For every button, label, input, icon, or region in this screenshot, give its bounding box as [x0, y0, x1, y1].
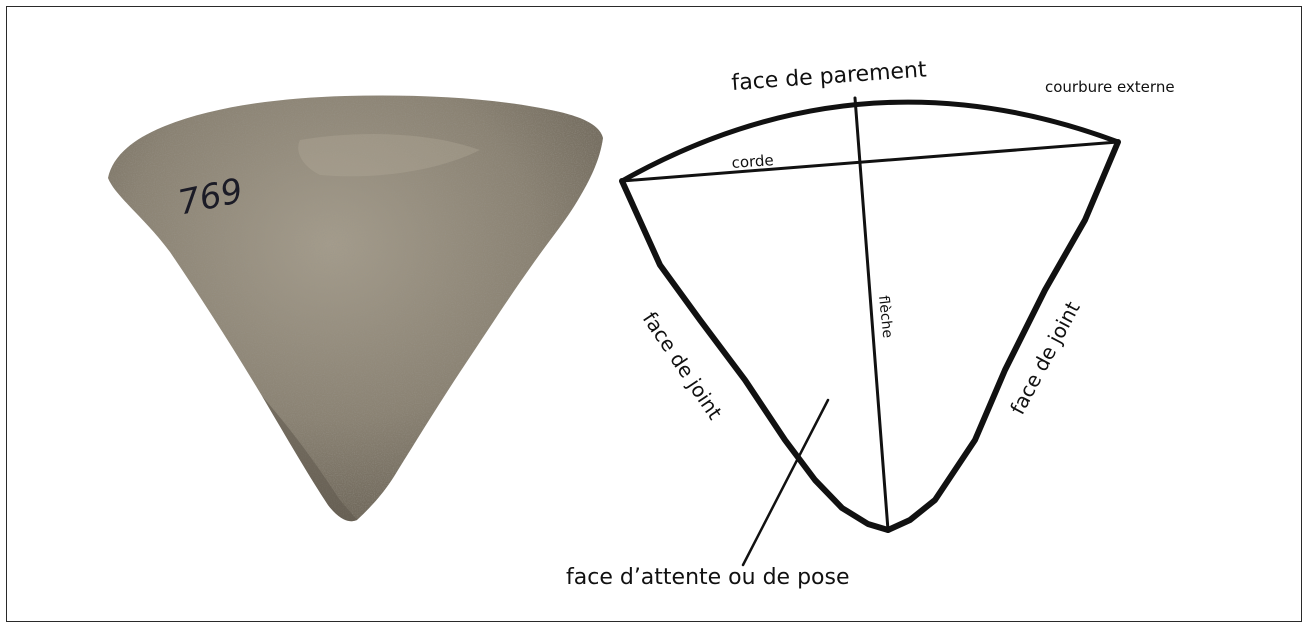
- label-corde: corde: [731, 151, 774, 172]
- label-courbure-externe: courbure externe: [1045, 78, 1175, 96]
- stone-photo: 769: [108, 96, 603, 522]
- diagram-labels: face de parement courbure externe corde …: [566, 57, 1175, 590]
- face-de-joint-right-edge: [888, 142, 1118, 530]
- corde-line: [622, 142, 1118, 181]
- label-face-d-attente: face d’attente ou de pose: [566, 565, 850, 590]
- label-face-de-parement: face de parement: [731, 57, 928, 96]
- label-fleche: flèche: [875, 295, 895, 339]
- label-face-de-joint-right: face de joint: [1005, 297, 1085, 418]
- face-de-parement-curve: [622, 102, 1118, 181]
- label-face-de-joint-left: face de joint: [638, 307, 727, 424]
- voussoir-diagram: [622, 98, 1118, 565]
